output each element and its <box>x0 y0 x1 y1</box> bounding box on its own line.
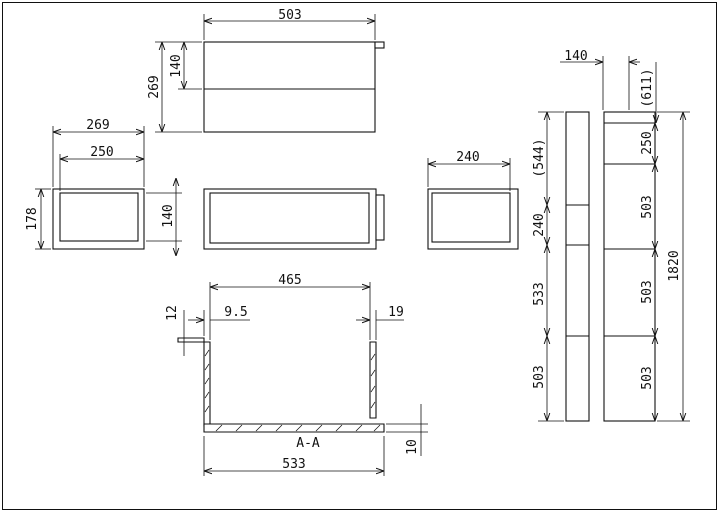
dim-side-inner-width: 250 <box>90 145 113 160</box>
section-label: A-A <box>296 436 320 451</box>
dim-stack-right-bottom: 503 <box>640 366 655 389</box>
front-view-inner <box>209 192 370 244</box>
dim-stack-overall: 1820 <box>667 250 682 281</box>
dim-stack-top-width: 140 <box>564 49 587 64</box>
dim-section-lip: 12 <box>165 305 180 321</box>
dim-section-outer-width: 533 <box>282 457 305 472</box>
dim-top-height: 269 <box>147 75 162 98</box>
dim-stack-offset: (611) <box>640 68 655 107</box>
dim-stack-left-upper: 240 <box>532 213 547 236</box>
section-base <box>203 423 385 433</box>
dim-section-right-wall: 19 <box>388 305 404 320</box>
stack-left-column <box>565 111 590 422</box>
dim-stack-right-second: 503 <box>640 195 655 218</box>
dim-side-outer-height: 178 <box>25 207 40 230</box>
dim-stack-left-total: (544) <box>532 138 547 177</box>
dim-end-width: 240 <box>456 150 479 165</box>
section-right-wall <box>369 341 377 419</box>
section-hatching <box>204 349 381 432</box>
front-view <box>203 188 385 250</box>
dim-stack-right-top: 250 <box>640 131 655 154</box>
dim-top-width: 503 <box>278 8 301 23</box>
dim-stack-left-middle: 533 <box>532 282 547 305</box>
top-view: 503 269 140 <box>147 8 385 133</box>
dim-stack-left-lower: 503 <box>532 365 547 388</box>
end-view-inner <box>431 192 511 243</box>
dim-side-outer-width: 269 <box>86 118 109 133</box>
dim-section-base: 10 <box>405 439 420 455</box>
section-lip <box>177 337 205 343</box>
side-view: 269 250 178 140 <box>25 118 182 256</box>
end-view: 240 <box>427 150 519 250</box>
dim-top-half: 140 <box>169 54 184 77</box>
dim-stack-right-third: 503 <box>640 280 655 303</box>
stack-view: 140 (611) (544) 240 533 503 250 503 503 … <box>532 49 690 422</box>
top-view-body <box>203 41 376 133</box>
section-left-wall <box>203 341 211 427</box>
dim-section-inner-width: 465 <box>278 273 301 288</box>
top-view-tab <box>374 41 385 49</box>
front-view-end-block <box>375 194 385 241</box>
dim-section-left-wall: 9.5 <box>224 305 247 320</box>
dim-side-inner-height: 140 <box>161 204 176 227</box>
section-view: 465 9.5 19 12 A-A 533 10 <box>165 273 428 476</box>
side-view-inner <box>59 192 139 242</box>
